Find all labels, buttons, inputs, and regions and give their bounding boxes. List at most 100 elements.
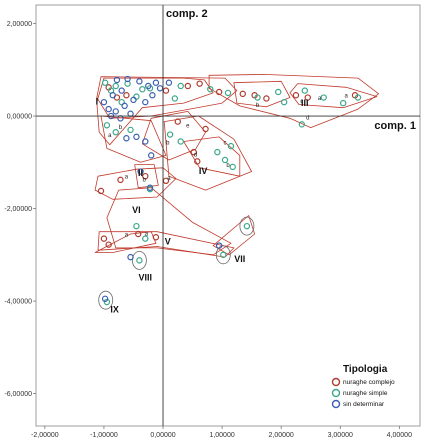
data-point: [298, 121, 306, 128]
data-point: [124, 75, 131, 83]
data-point: [194, 158, 201, 165]
data-point: [152, 234, 160, 241]
data-point: [304, 94, 311, 101]
data-point: [292, 92, 300, 99]
y-tick-label: 0,00000: [7, 114, 32, 121]
group-outline: [96, 76, 238, 119]
group-outline: [134, 164, 159, 189]
subgroup-label: e: [186, 124, 190, 130]
data-point: [165, 79, 173, 86]
data-points: [97, 75, 362, 306]
subgroup-label: c: [224, 141, 227, 147]
data-point: [149, 92, 156, 99]
axes: comp. 1 comp. 2: [36, 5, 420, 426]
data-point: [113, 76, 121, 84]
data-point: [220, 251, 227, 259]
data-point: [215, 242, 223, 249]
data-point: [123, 135, 130, 142]
group-outline: [131, 250, 147, 270]
data-point: [320, 94, 327, 101]
y-tick-label: 2,00000: [7, 21, 32, 28]
data-point: [121, 102, 128, 110]
data-point: [227, 142, 235, 150]
data-point: [101, 79, 109, 86]
data-point: [112, 129, 119, 136]
plot-area: [35, 4, 421, 427]
x-tick-label: 2,00000: [269, 432, 294, 439]
data-point: [133, 222, 140, 230]
group-outline: [141, 111, 206, 161]
data-point: [263, 95, 270, 102]
y-tick-label: -4,00000: [4, 299, 32, 306]
y-axis-label: comp. 2: [166, 8, 208, 20]
subgroup-label: a: [125, 174, 129, 180]
group-label: II: [138, 168, 143, 178]
x-axis-label: comp. 1: [374, 120, 416, 132]
group-label: IV: [199, 166, 208, 176]
data-point: [105, 241, 112, 248]
x-tick-label: 0,00000: [150, 432, 175, 439]
legend-marker: [331, 388, 341, 398]
data-point: [147, 152, 155, 159]
group-outline: [212, 215, 255, 256]
y-tick-label: -6,00000: [4, 391, 32, 398]
group-outline: [239, 216, 255, 236]
data-point: [97, 187, 105, 195]
subgroup-label: b: [142, 178, 146, 184]
data-point: [280, 98, 288, 106]
data-point: [103, 122, 111, 129]
x-tick-label: -2,00000: [31, 432, 59, 439]
subgroup-label: d: [306, 116, 309, 122]
data-point: [243, 222, 251, 230]
group-label: VI: [132, 205, 141, 215]
data-point: [215, 88, 223, 96]
data-point: [118, 87, 125, 94]
subgroup-label: a: [318, 96, 322, 102]
data-point: [101, 295, 109, 302]
subgroup-label: c: [300, 99, 303, 105]
group-label: IX: [110, 305, 119, 315]
group-label: I: [96, 96, 99, 106]
group-outline: [98, 290, 114, 310]
legend-label: nuraghe simple: [343, 390, 388, 397]
data-point: [100, 98, 108, 106]
data-point: [142, 138, 149, 145]
data-point: [221, 156, 229, 164]
data-point: [112, 108, 119, 115]
data-point: [171, 95, 179, 102]
subgroup-label: a: [167, 176, 171, 182]
data-point: [224, 89, 232, 97]
data-point: [190, 148, 197, 156]
legend-marker: [331, 399, 341, 409]
x-tick-label: 3,00000: [328, 432, 353, 439]
legend-title: Tipologia: [343, 364, 388, 375]
data-point: [139, 85, 146, 93]
y-tick-label: -2,00000: [4, 206, 32, 213]
data-point: [127, 253, 134, 261]
group-outline: [100, 115, 167, 163]
data-point: [137, 168, 144, 175]
subgroup-label: b: [226, 163, 230, 169]
subgroup-label: a: [108, 133, 112, 139]
x-tick-label: 4,00000: [387, 432, 412, 439]
group-label: III: [301, 98, 309, 108]
data-point: [177, 82, 184, 90]
data-point: [174, 118, 181, 125]
data-point: [145, 82, 152, 90]
data-point: [117, 176, 124, 184]
data-point: [354, 94, 362, 101]
legend-label: sin determinar: [343, 401, 385, 408]
group-outline: [106, 187, 232, 256]
data-point: [239, 90, 246, 98]
group-label: VIII: [139, 272, 153, 282]
data-point: [275, 88, 282, 96]
data-point: [136, 257, 143, 264]
subgroup-label: b: [119, 125, 123, 131]
data-point: [100, 235, 108, 242]
group-label: V: [165, 237, 171, 247]
data-point: [112, 82, 119, 90]
legend-marker: [331, 377, 341, 387]
